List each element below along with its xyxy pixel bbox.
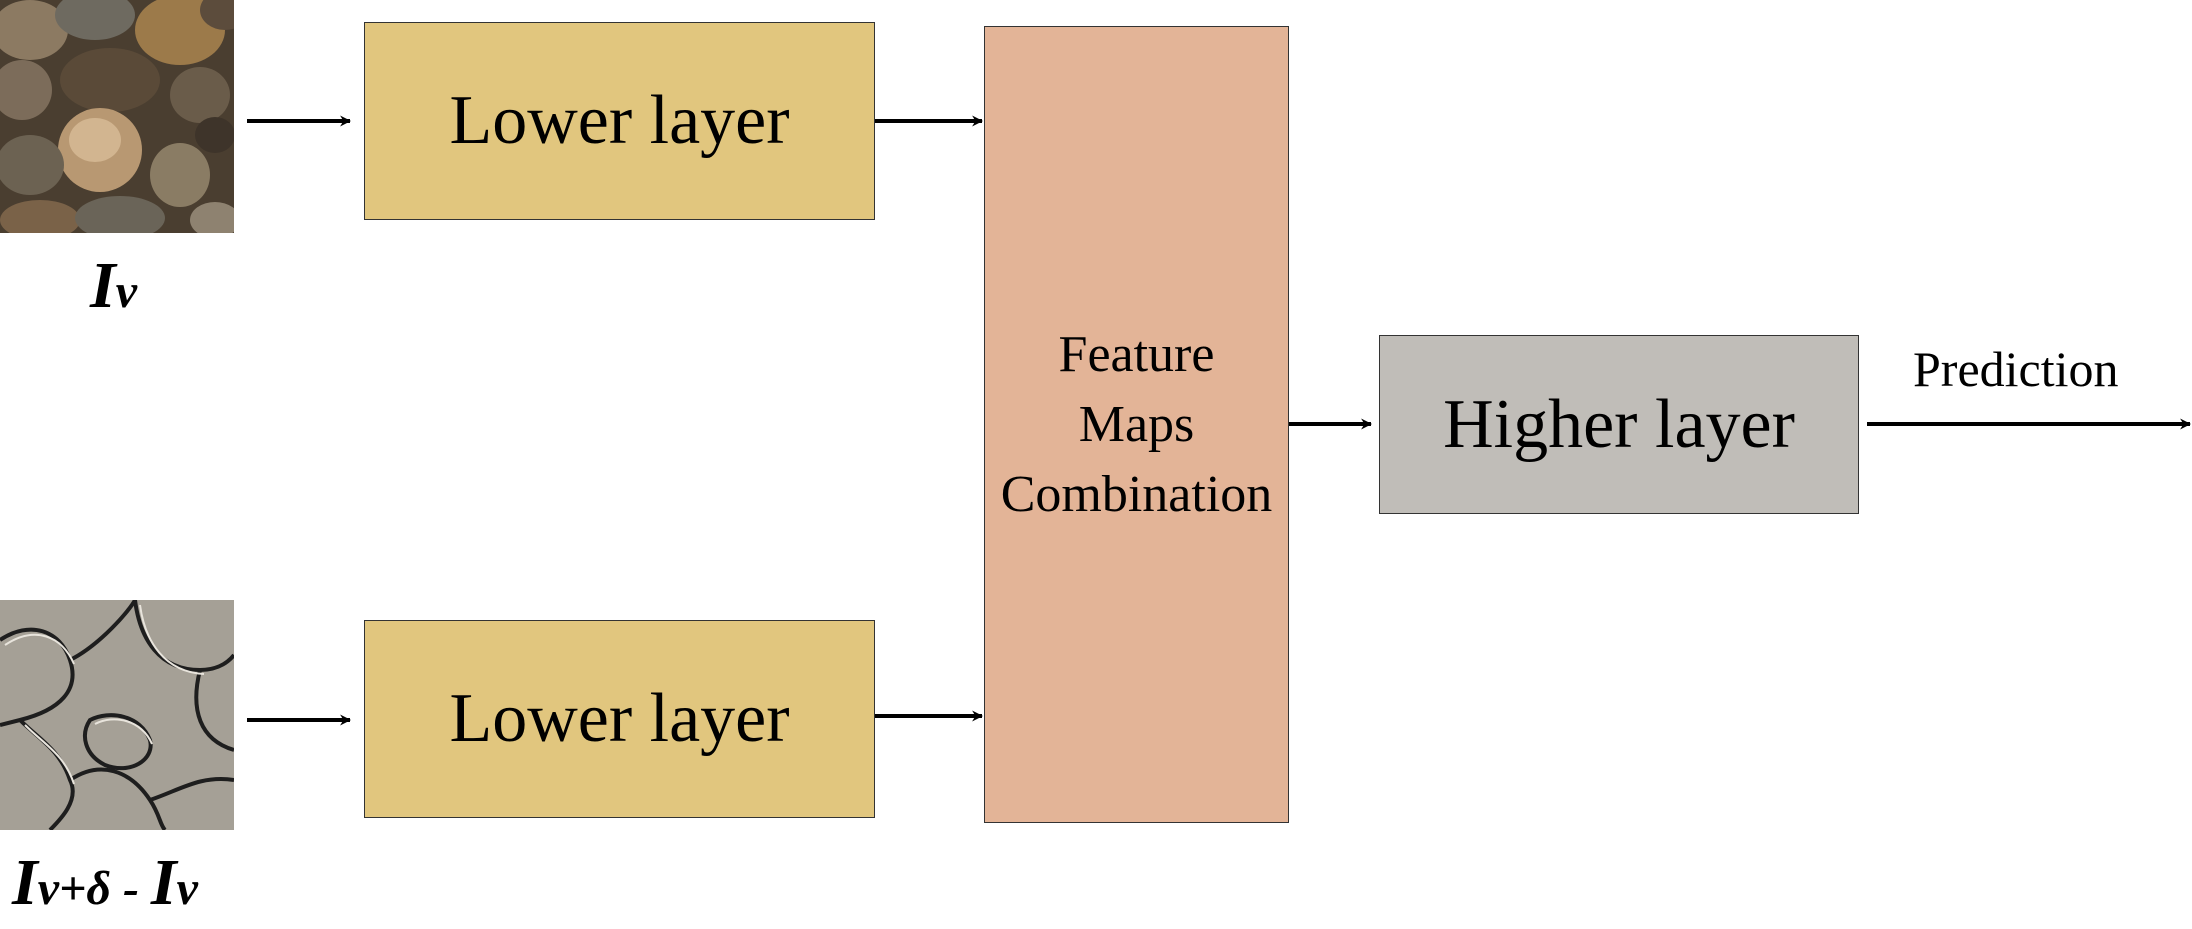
combination-line-3: Combination	[1000, 465, 1273, 523]
lower-layer-top-box: Lower layer	[364, 22, 875, 220]
difference-image-graphic	[0, 600, 234, 830]
prediction-text: Prediction	[1913, 341, 2119, 397]
input-bottom-label: Iv+δ - Iv	[12, 845, 198, 921]
higher-layer-box: Higher layer	[1379, 335, 1859, 514]
input-bottom-subscript-b: v	[176, 862, 198, 915]
lower-layer-bottom-box: Lower layer	[364, 620, 875, 818]
input-bottom-symbol-a: I	[12, 846, 38, 919]
combination-line-2: Maps	[1078, 395, 1195, 453]
combination-line-1: Feature	[1058, 325, 1215, 383]
difference-image	[0, 600, 234, 830]
input-top-label: Iv	[90, 248, 137, 324]
feature-maps-combination-box: Feature Maps Combination	[984, 26, 1289, 823]
lower-layer-top-label: Lower layer	[449, 82, 790, 159]
input-bottom-minus: -	[110, 862, 151, 915]
pebbles-image-graphic	[0, 0, 234, 233]
input-bottom-subscript-a: v+δ	[37, 862, 111, 915]
prediction-label: Prediction	[1913, 340, 2119, 398]
input-top-subscript: v	[115, 265, 137, 318]
lower-layer-bottom-label: Lower layer	[449, 680, 790, 757]
pebbles-image	[0, 0, 234, 233]
input-bottom-symbol-b: I	[150, 846, 177, 919]
higher-layer-label: Higher layer	[1443, 385, 1795, 463]
input-top-symbol: I	[90, 249, 116, 322]
